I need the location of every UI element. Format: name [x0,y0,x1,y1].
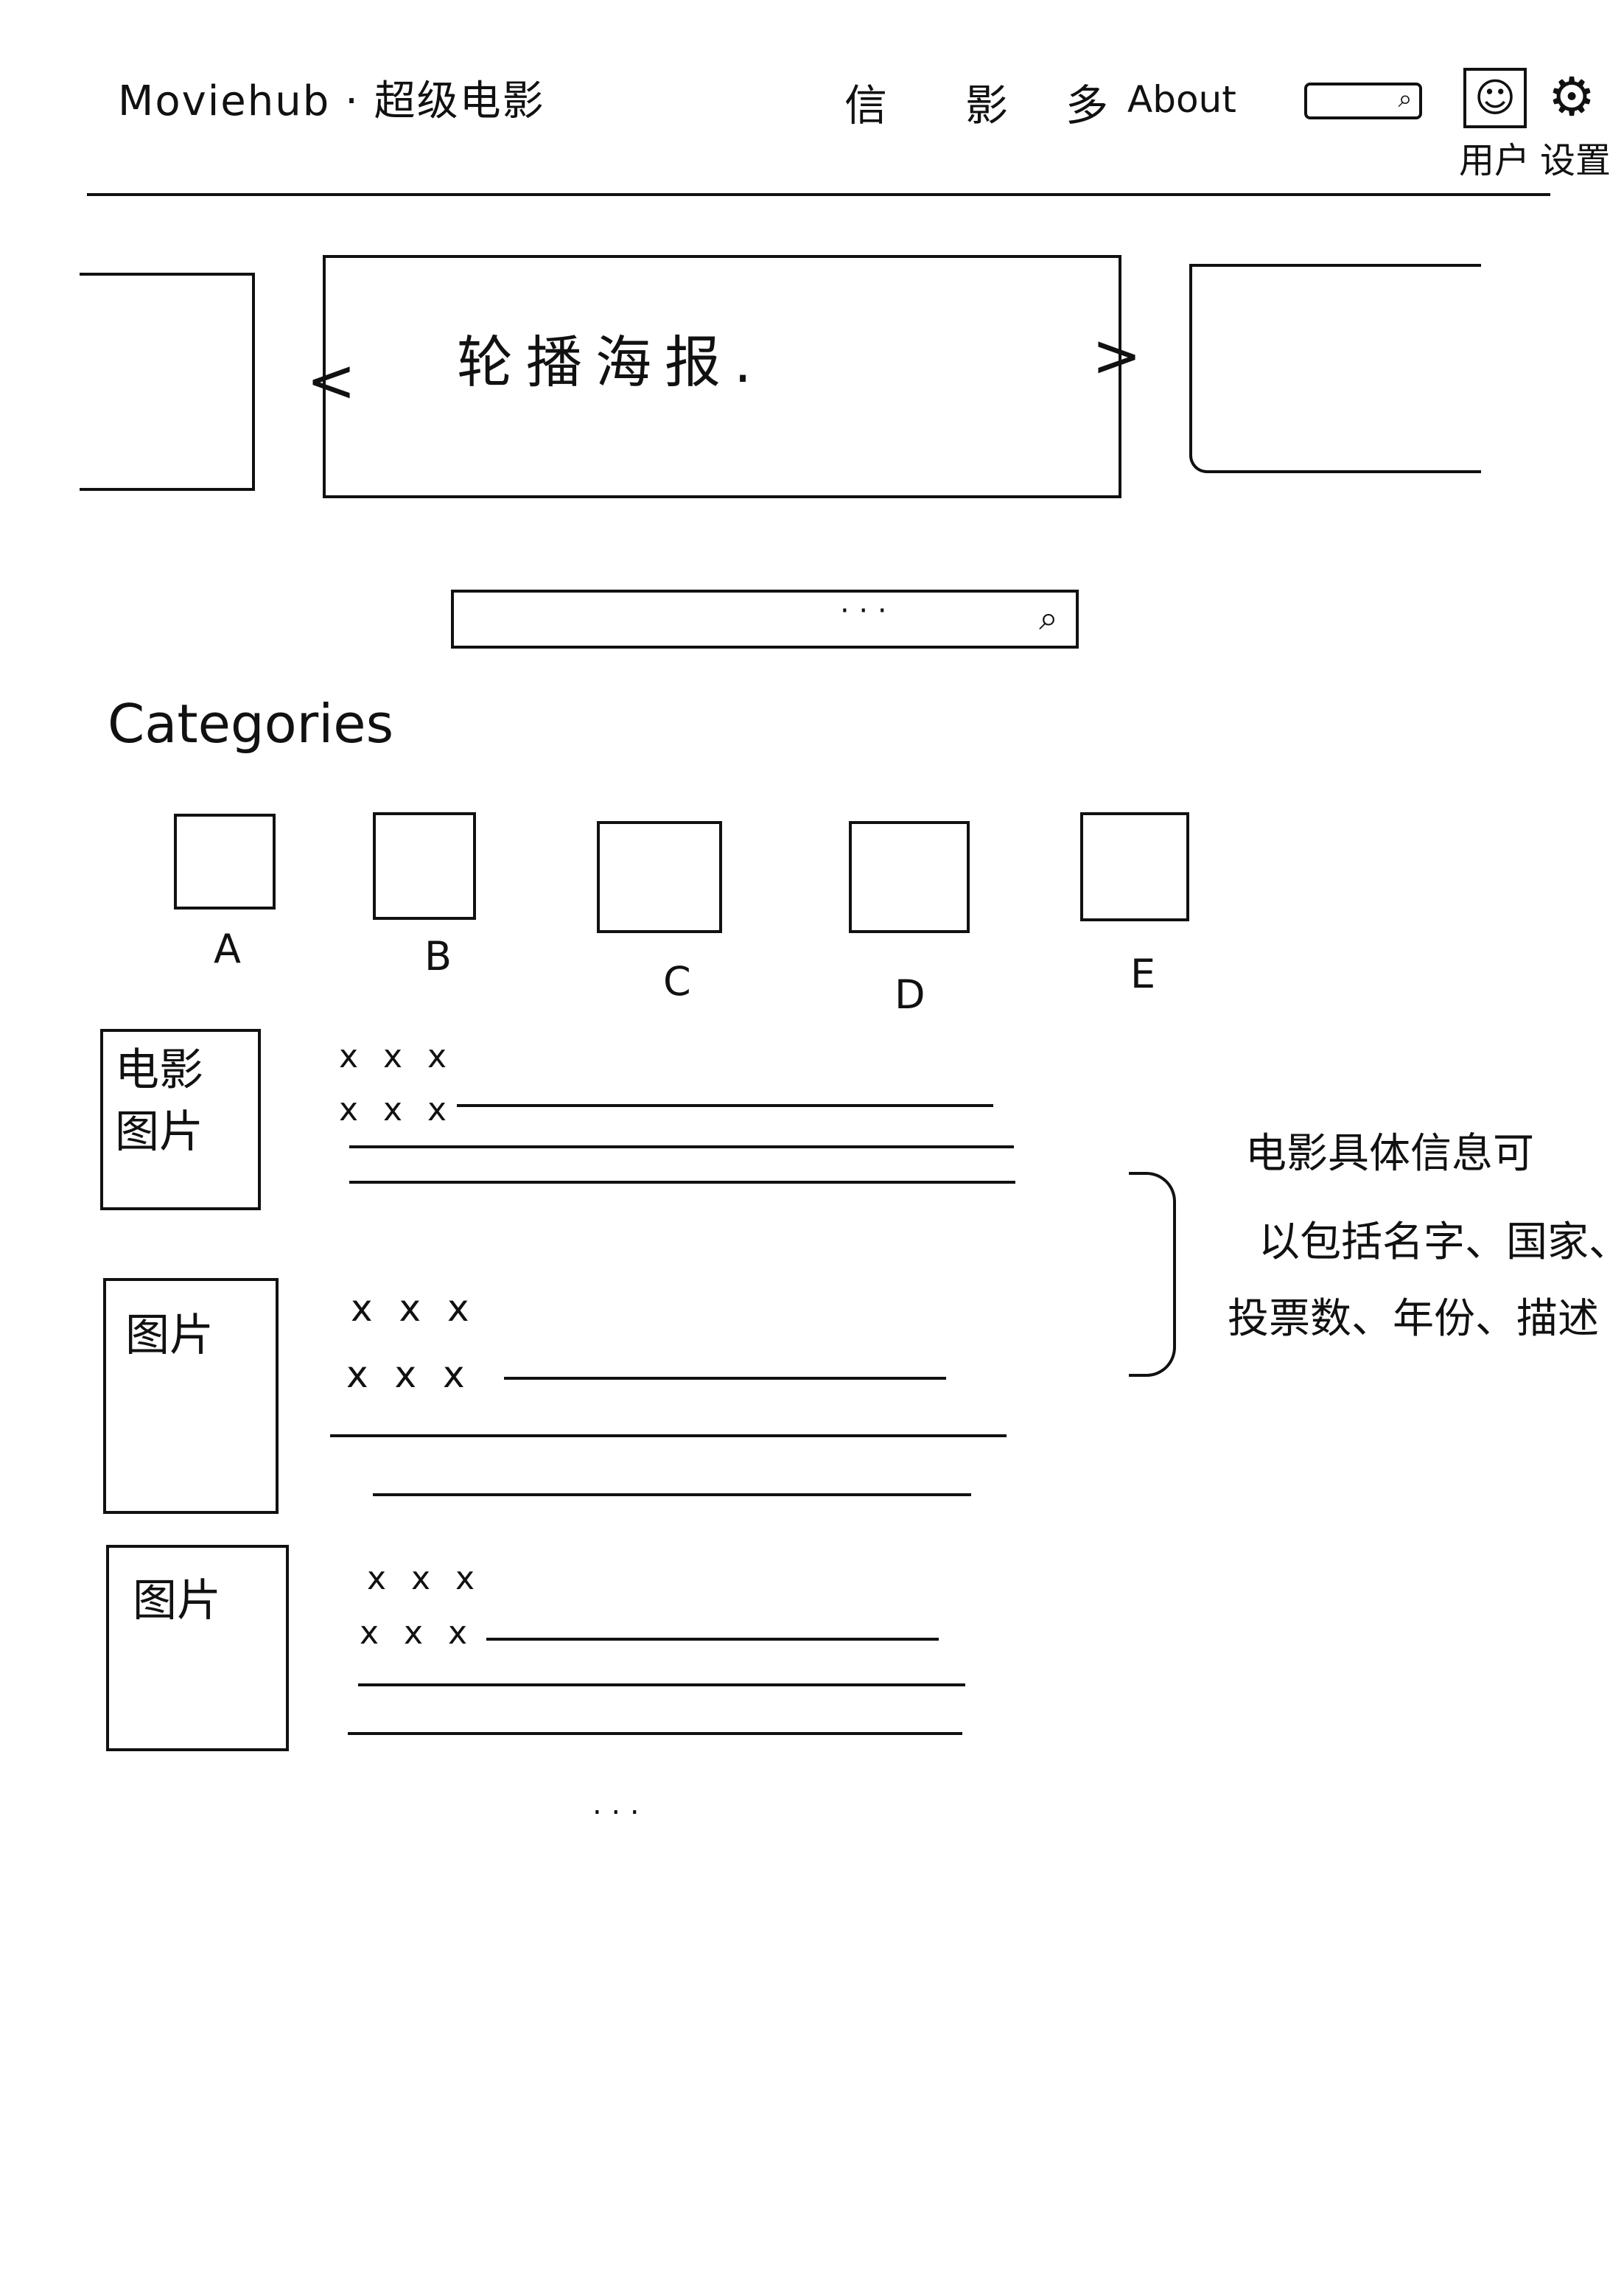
category-label-d: D [895,971,925,1018]
banner-text: 轮播海报. [457,329,766,395]
note-line-1: 电影具体信息可 [1245,1130,1534,1178]
movie-meta-1b: x x x [339,1091,455,1128]
category-tile-e[interactable] [1080,812,1189,921]
carousel-slide-prev[interactable] [80,273,255,491]
carousel-slide-main[interactable] [323,255,1121,498]
movie-info-line [349,1181,1015,1184]
movie-info-line [348,1732,962,1735]
movie-poster-2[interactable] [103,1278,279,1514]
movie-poster-label-2: 图片 [125,1310,214,1361]
category-tile-a[interactable] [174,814,276,910]
nav-item-1[interactable]: 信 [844,80,888,130]
category-label-b: B [424,933,452,980]
movie-poster-label-1: 电影 图片 [115,1044,203,1158]
note-line-3: 投票数、年份、描述 [1228,1295,1599,1343]
movie-info-line [504,1377,946,1380]
movie-info-line [358,1683,965,1686]
main-search-input[interactable] [451,590,1079,649]
movie-meta-1a: x x x [339,1038,455,1075]
movie-info-line [486,1638,939,1641]
category-label-c: C [663,958,691,1005]
header-divider [87,193,1550,196]
note-bracket [1129,1172,1176,1377]
movie-meta-3a: x x x [367,1560,483,1597]
category-tile-b[interactable] [373,812,476,920]
movie-info-line [349,1145,1014,1148]
movie-info-line [457,1104,993,1107]
movie-info-line [373,1493,971,1496]
movie-meta-2a: x x x [351,1287,477,1330]
gear-icon[interactable]: ⚙ [1547,66,1596,128]
nav-item-about[interactable]: About [1127,78,1236,121]
nav-item-2[interactable]: 影 [965,80,1009,130]
nav-item-3[interactable]: 多 [1065,80,1109,130]
movie-poster-label-3: 图片 [133,1575,221,1627]
brand-title[interactable]: Moviehub · 超级电影 [118,77,545,125]
movie-poster-3[interactable] [106,1545,289,1751]
search-placeholder: · · · [840,594,887,628]
category-label-e: E [1130,951,1156,997]
carousel-slide-next[interactable] [1189,264,1481,473]
carousel-prev-arrow[interactable]: < [307,346,357,415]
more-indicator: . . . [592,1787,640,1821]
avatar-label: 用户 [1459,140,1530,181]
categories-title: Categories [108,693,394,755]
movie-poster-1[interactable] [100,1029,261,1210]
category-tile-c[interactable] [597,821,722,933]
user-icon: ☺ [1474,74,1516,121]
settings-label: 设置 [1540,140,1611,181]
category-label-a: A [214,926,241,972]
header-search-input[interactable] [1304,83,1422,119]
movie-meta-2b: x x x [346,1353,472,1396]
movie-info-line [330,1434,1007,1437]
avatar[interactable] [1463,68,1527,128]
carousel-next-arrow[interactable]: > [1092,321,1142,390]
note-line-2: 以包括名字、国家、 [1259,1218,1624,1266]
movie-meta-3b: x x x [360,1614,475,1652]
search-icon[interactable]: ⌕ [1398,84,1413,114]
category-tile-d[interactable] [849,821,970,933]
search-icon[interactable]: ⌕ [1039,598,1058,638]
